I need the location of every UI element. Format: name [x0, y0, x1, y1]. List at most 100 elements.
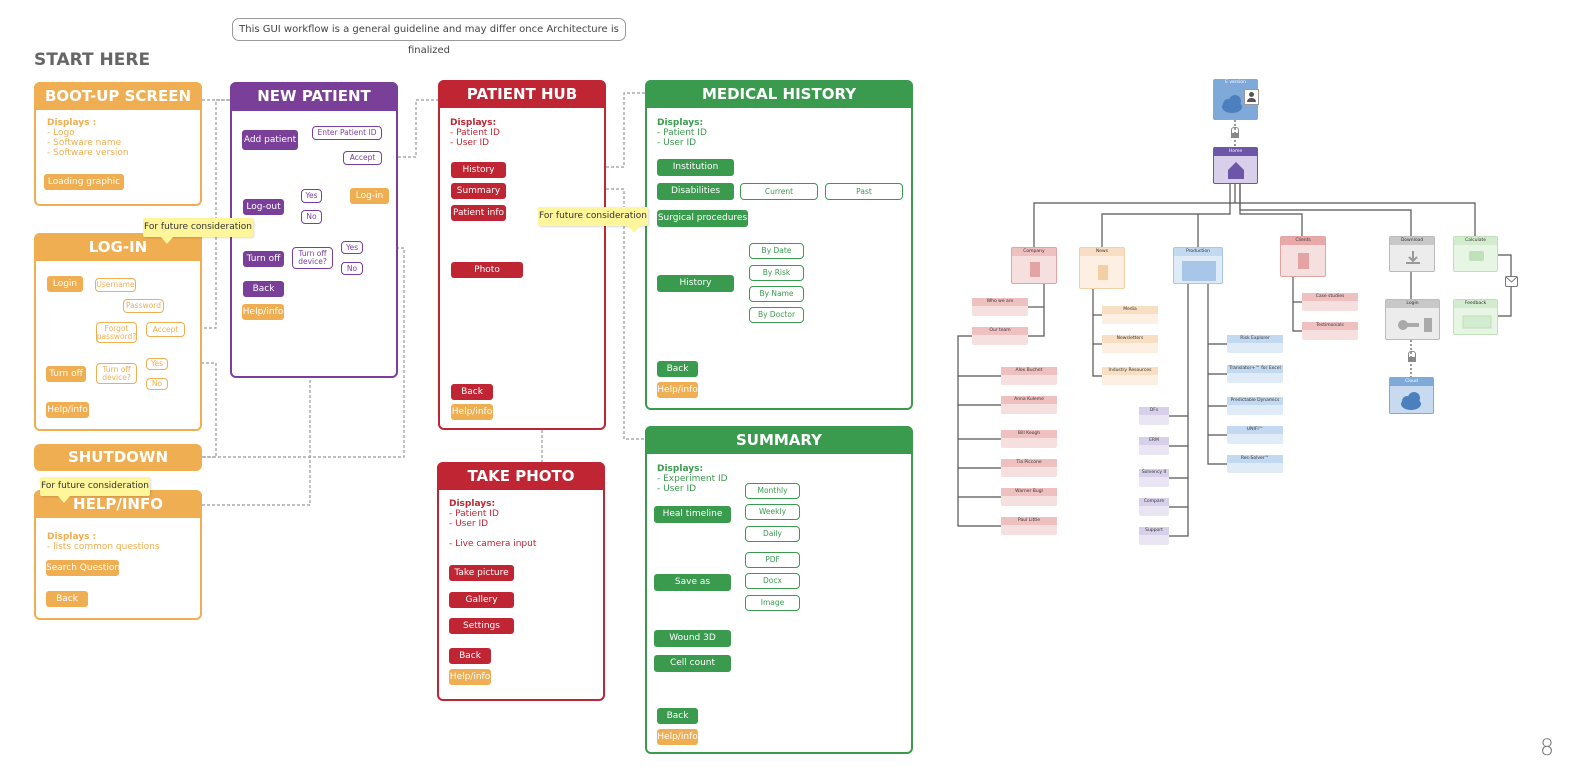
summary-help-button[interactable]: Help/info	[657, 729, 698, 745]
chat-icon	[1469, 251, 1484, 261]
new-patient-turnoff-button[interactable]: Turn off	[243, 251, 284, 267]
take-photo-back-button[interactable]: Back	[449, 648, 491, 664]
take-photo-help-button[interactable]: Help/info	[449, 669, 491, 685]
document-icon	[1030, 262, 1040, 277]
loading-graphic: Loading graphic	[44, 174, 124, 190]
login-help-button[interactable]: Help/info	[46, 402, 89, 418]
new-patient-accept-button[interactable]: Accept	[343, 151, 382, 165]
sitemap-production-product: UNIFI™	[1227, 426, 1283, 444]
login-turnoff-question: Turn off device?	[96, 363, 137, 384]
logout-yes[interactable]: Yes	[301, 189, 322, 203]
password-field[interactable]: Password	[123, 299, 164, 313]
disabilities-current[interactable]: Current	[740, 183, 818, 200]
institution-button[interactable]: Institution	[657, 159, 734, 176]
sitemap-company-node: Company	[1011, 247, 1057, 284]
sitemap-production-product: Translator+™ for Excel	[1227, 365, 1283, 383]
history-by-doctor[interactable]: By Doctor	[749, 307, 804, 323]
medical-history-displays: Displays:- Patient ID- User ID	[657, 118, 707, 148]
surgical-procedures-button[interactable]: Surgical procedures	[657, 210, 748, 227]
hub-summary-button[interactable]: Summary	[451, 183, 506, 199]
new-patient-back-button[interactable]: Back	[243, 281, 284, 297]
login-turnoff-button[interactable]: Turn off	[46, 366, 86, 382]
lock-icon	[1230, 127, 1240, 138]
save-as-pdf[interactable]: PDF	[745, 552, 800, 568]
sitemap-testimonials: Testimonials	[1302, 322, 1358, 340]
login-turnoff-yes[interactable]: Yes	[146, 358, 168, 370]
history-by-date[interactable]: By Date	[749, 243, 804, 259]
hub-back-button[interactable]: Back	[451, 384, 493, 400]
sitemap-feedback-node: Feedback	[1453, 299, 1498, 335]
document-icon	[1298, 253, 1309, 269]
cell-count-button[interactable]: Cell count	[654, 655, 731, 672]
sitemap-download-node: Download	[1389, 236, 1435, 272]
lock-icon	[1407, 351, 1417, 362]
sitemap-who-we-are: Who we are	[972, 298, 1028, 316]
bootup-title: BOOT-UP SCREEN	[34, 82, 202, 110]
hub-photo-button[interactable]: Photo	[451, 262, 523, 278]
search-question-button[interactable]: Search Question	[46, 560, 120, 576]
enter-patient-id-field[interactable]: Enter Patient ID	[312, 126, 382, 140]
new-patient-turnoff-question: Turn off device?	[292, 247, 333, 269]
heal-weekly[interactable]: Weekly	[745, 504, 800, 520]
login-accept-button[interactable]: Accept	[146, 322, 185, 337]
save-as-docx[interactable]: Docx	[745, 573, 800, 589]
medical-history-help-button[interactable]: Help/info	[657, 382, 698, 398]
save-as-button[interactable]: Save as	[654, 574, 731, 591]
hub-history-button[interactable]: History	[451, 162, 506, 178]
sitemap-production-item: ERM	[1139, 437, 1169, 455]
disabilities-button[interactable]: Disabilities	[657, 183, 734, 200]
bootup-displays: Displays :- Logo- Software name- Softwar…	[47, 118, 129, 158]
sitemap-top-node: E version	[1213, 79, 1259, 120]
sitemap-production-product: Res-Solver™	[1227, 455, 1283, 473]
sitemap-team-member: Anna Kuleme	[1001, 396, 1057, 414]
login-panel: LOG-IN Login Username Password Forgot pa…	[34, 233, 202, 431]
heal-timeline-button[interactable]: Heal timeline	[654, 506, 731, 523]
new-patient-help-button[interactable]: Help/info	[242, 304, 284, 320]
helpinfo-back-button[interactable]: Back	[46, 591, 88, 607]
hub-help-button[interactable]: Help/info	[451, 404, 493, 420]
take-picture-button[interactable]: Take picture	[449, 565, 514, 581]
login-button[interactable]: Login	[47, 276, 83, 292]
add-patient-button[interactable]: Add patient	[242, 130, 298, 150]
username-field[interactable]: Username	[95, 278, 136, 292]
sitemap-production-item: DFs	[1139, 407, 1169, 425]
heal-monthly[interactable]: Monthly	[745, 483, 800, 499]
patient-hub-title: PATIENT HUB	[438, 80, 606, 108]
hub-patient-info-button[interactable]: Patient info	[451, 205, 506, 221]
disabilities-past[interactable]: Past	[825, 183, 903, 200]
sticky-note-login: For future consideration	[143, 218, 253, 244]
sitemap-production-product: Risk Explorer	[1227, 335, 1283, 353]
gallery-button[interactable]: Gallery	[449, 592, 514, 608]
forgot-password-link[interactable]: Forgot password?	[96, 322, 137, 343]
sticky-note-surgical: For future consideration	[538, 207, 648, 233]
login-turnoff-no[interactable]: No	[146, 378, 168, 390]
take-photo-displays: Displays:- Patient ID- User ID - Live ca…	[449, 499, 537, 549]
logout-button[interactable]: Log-out	[243, 199, 284, 215]
sitemap-team-member: Tia Piccone	[1001, 459, 1057, 477]
wound-3d-button[interactable]: Wound 3D	[654, 630, 731, 647]
history-by-risk[interactable]: By Risk	[749, 265, 804, 281]
new-patient-turnoff-no[interactable]: No	[341, 262, 363, 275]
sitemap-login-node: Login	[1385, 299, 1440, 340]
logout-no[interactable]: No	[301, 210, 322, 224]
sitemap-production-item: Compare	[1139, 498, 1169, 516]
home-icon	[1228, 162, 1244, 179]
sitemap-production-item: Support	[1139, 527, 1169, 545]
shutdown-title: SHUTDOWN	[67, 448, 169, 466]
medical-history-history-button[interactable]: History	[657, 275, 734, 292]
medical-history-back-button[interactable]: Back	[657, 361, 698, 377]
login-title: LOG-IN	[34, 233, 202, 261]
sitemap-case-studies: Case studies	[1302, 293, 1358, 311]
settings-button[interactable]: Settings	[449, 618, 514, 634]
heal-daily[interactable]: Daily	[745, 526, 800, 542]
medical-history-title: MEDICAL HISTORY	[645, 80, 913, 108]
take-photo-title: TAKE PHOTO	[437, 462, 605, 490]
logout-login-button[interactable]: Log-in	[350, 188, 389, 204]
form-icon	[1462, 315, 1492, 329]
summary-back-button[interactable]: Back	[657, 708, 698, 724]
history-by-name[interactable]: By Name	[749, 286, 804, 302]
sitemap-news-node: News	[1079, 247, 1125, 289]
save-as-image[interactable]: Image	[745, 595, 800, 611]
new-patient-turnoff-yes[interactable]: Yes	[341, 241, 363, 254]
take-photo-panel: TAKE PHOTO Displays:- Patient ID- User I…	[437, 462, 605, 701]
